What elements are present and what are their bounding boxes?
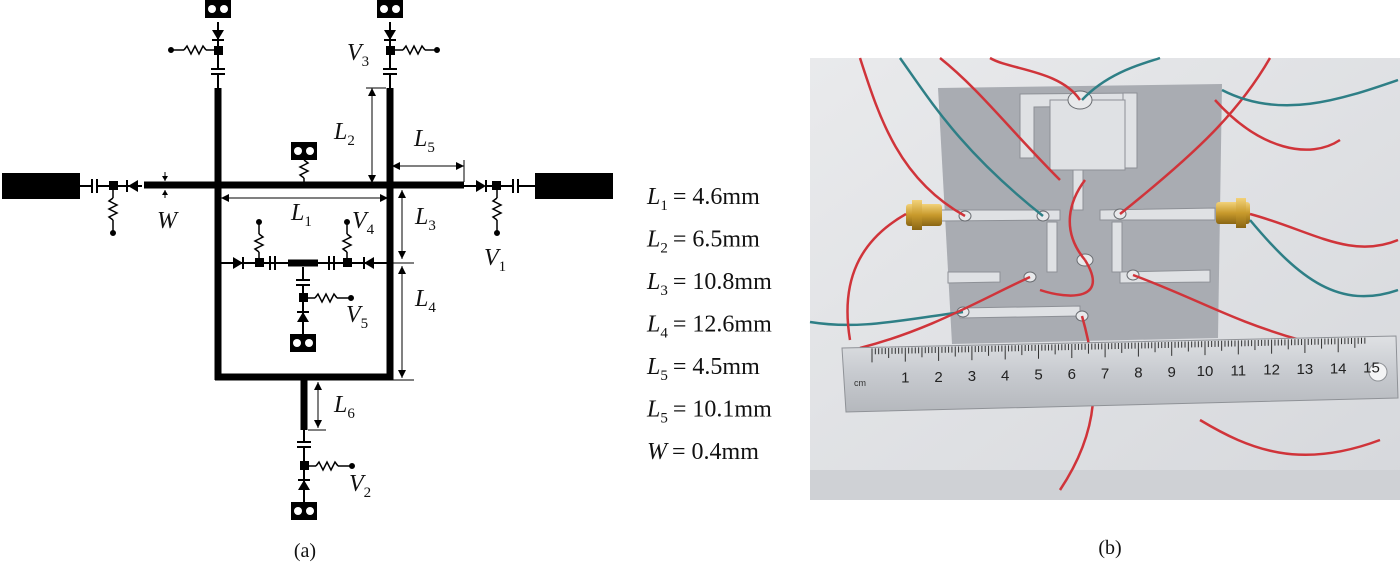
label-L6: L6 bbox=[333, 392, 355, 422]
label-V4: V4 bbox=[352, 208, 375, 238]
ruler-number: 3 bbox=[968, 368, 976, 385]
label-V3: V3 bbox=[347, 40, 369, 70]
port-top-left bbox=[205, 0, 231, 18]
right-feed-block bbox=[535, 173, 613, 199]
parameter-6: W= 0.4mm bbox=[647, 439, 759, 465]
ruler-number: 12 bbox=[1263, 362, 1280, 379]
ruler-number: 7 bbox=[1101, 365, 1109, 382]
sma-connector-right bbox=[1216, 198, 1250, 228]
caption-b: (b) bbox=[1098, 537, 1121, 559]
bias-wires bbox=[809, 56, 1399, 491]
ruler-number: 2 bbox=[934, 369, 942, 386]
parameter-4: L5= 4.5mm bbox=[646, 354, 760, 384]
ruler-number: 4 bbox=[1001, 367, 1009, 384]
ruler-number: 14 bbox=[1330, 360, 1347, 377]
ruler-unit: cm bbox=[854, 378, 866, 388]
ruler-number: 11 bbox=[1231, 362, 1247, 379]
parameter-2: L3= 10.8mm bbox=[646, 269, 772, 299]
ruler-number: 8 bbox=[1134, 365, 1142, 382]
parameter-1: L2= 6.5mm bbox=[646, 227, 760, 257]
ruler-number: 5 bbox=[1034, 367, 1042, 384]
label-L3: L3 bbox=[414, 204, 436, 234]
label-L1: L1 bbox=[290, 200, 312, 230]
ruler-number: 9 bbox=[1168, 364, 1176, 381]
label-V1: V1 bbox=[484, 245, 506, 275]
ruler-number: 15 bbox=[1363, 360, 1380, 377]
port-v5 bbox=[290, 334, 316, 352]
dimension-lines bbox=[162, 87, 465, 431]
label-W: W bbox=[157, 208, 179, 234]
schematic bbox=[2, 22, 613, 502]
parameter-0: L1= 4.6mm bbox=[646, 184, 760, 214]
label-L5: L5 bbox=[413, 126, 435, 156]
label-L2: L2 bbox=[333, 119, 355, 149]
ruler-number: 13 bbox=[1297, 361, 1314, 378]
parameter-5: L5= 10.1mm bbox=[646, 397, 772, 427]
label-V5: V5 bbox=[346, 302, 368, 332]
parameter-3: L4= 12.6mm bbox=[646, 312, 772, 342]
ruler-number: 6 bbox=[1068, 366, 1076, 383]
label-V2: V2 bbox=[349, 471, 371, 501]
label-L4: L4 bbox=[414, 286, 436, 316]
ruler-number: 1 bbox=[901, 370, 909, 387]
port-center-top bbox=[291, 142, 317, 160]
left-feed-block bbox=[2, 173, 80, 199]
caption-a: (a) bbox=[294, 540, 316, 562]
sma-connector-left bbox=[906, 200, 942, 230]
port-top-right bbox=[377, 0, 403, 18]
ruler-number: 10 bbox=[1197, 363, 1214, 380]
port-v2 bbox=[291, 502, 317, 520]
